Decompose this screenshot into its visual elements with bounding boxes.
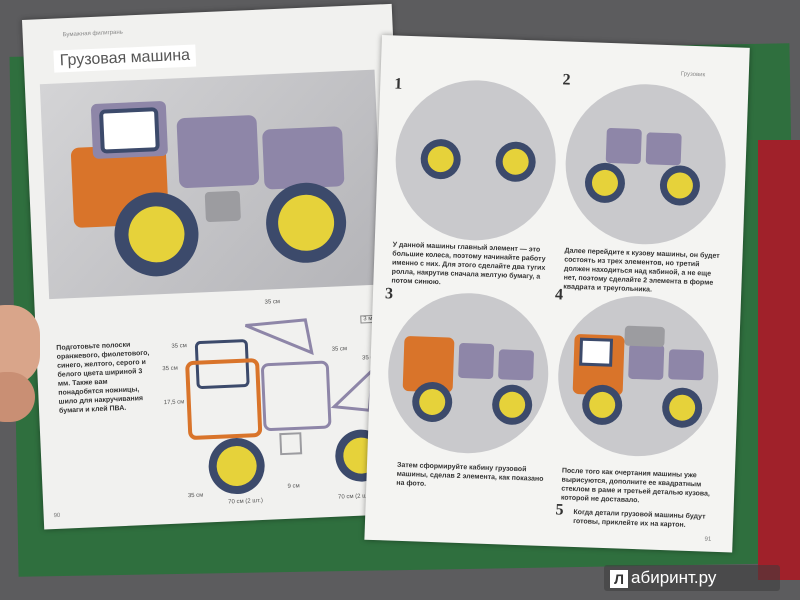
step-3-illustration (402, 336, 534, 425)
truck-diagram: 35 см 35 см 35 см 35 см 17,5 см 35 см 9 … (155, 294, 394, 514)
materials-instructions: Подготовьте полоски оранжевого, фиолетов… (56, 341, 150, 415)
dim-label-5: 17,5 см (163, 399, 185, 407)
right-page: Грузовик 1 У данной машины главный элеме… (364, 35, 750, 553)
step-2-illustration (584, 128, 700, 206)
dim-label-4: 35 см (331, 346, 348, 353)
step-5-text: Когда детали грузовой машины будут готов… (573, 508, 706, 529)
truck-photo (39, 69, 384, 300)
step-1-text: У данной машины главный элемент — это бо… (391, 241, 546, 287)
truck-photo-illustration (70, 101, 347, 277)
step-4-text: После того как очертания машины уже выри… (560, 467, 710, 505)
page-title: Грузовая машина (53, 44, 197, 73)
step-number-4: 4 (554, 286, 564, 304)
right-page-header: Грузовик (680, 71, 706, 79)
dim-label-3: 35 см (162, 365, 178, 373)
dim-label-1: 35 см (264, 299, 281, 306)
step-4-illustration (572, 325, 705, 428)
book-red-edge (758, 140, 800, 580)
step-number-5: 5 (555, 501, 564, 519)
step-3-text: Затем сформируйте кабину грузовой машины… (396, 461, 544, 488)
truck-diagram-svg (185, 318, 388, 495)
step-1-illustration (420, 139, 536, 182)
step-number-1: 1 (394, 75, 403, 93)
watermark-text: абиринт.ру (631, 568, 717, 587)
right-page-number: 91 (704, 536, 712, 543)
step-1-photo (392, 77, 559, 244)
dim-label-10: 35 см (187, 492, 204, 500)
step-4-photo (555, 293, 721, 459)
step-2-photo (562, 81, 729, 248)
left-page-number: 90 (53, 512, 61, 520)
step-number-3: 3 (384, 285, 394, 303)
dim-label-2: 35 см (171, 343, 187, 350)
labirint-logo-icon: Л (610, 569, 628, 588)
step-number-2: 2 (562, 71, 571, 89)
step-3-photo (385, 290, 551, 456)
hand-finger (0, 305, 40, 385)
dim-label-7: 9 см (287, 483, 300, 490)
left-page-header: Бумажная филигрань (62, 29, 124, 39)
step-2-text: Далее перейдите к кузову машины, он буде… (563, 247, 720, 294)
left-page: Бумажная филигрань Грузовая машина Подго… (22, 3, 414, 530)
